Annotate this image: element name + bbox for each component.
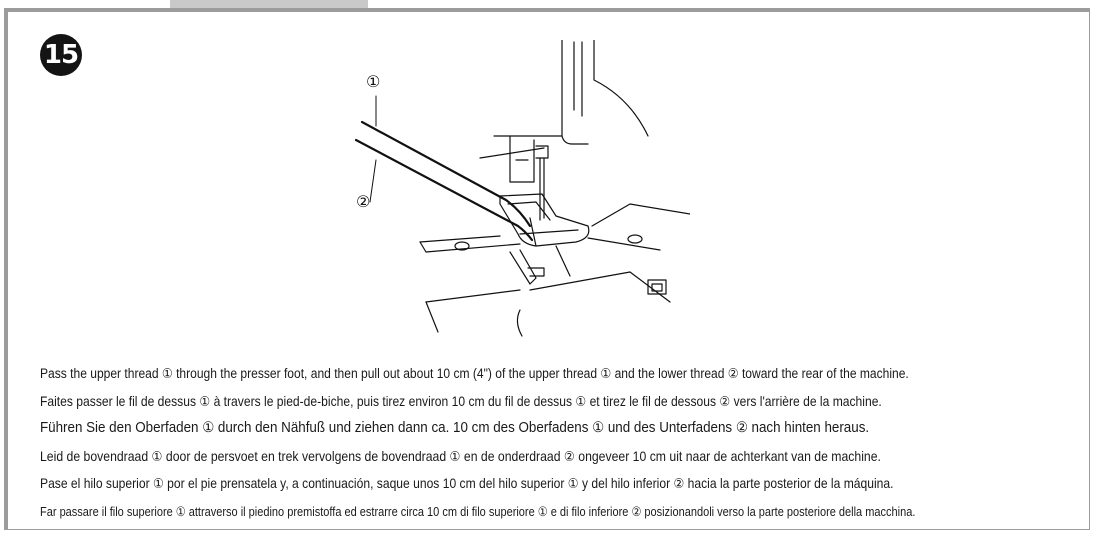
presser-foot <box>499 193 590 247</box>
upper-thread <box>360 120 532 228</box>
machine-bed <box>425 271 671 337</box>
instruction-spanish: Pase el hilo superior ① por el pie prens… <box>40 476 894 491</box>
callout-upper-thread: ① <box>366 72 381 91</box>
step-number-badge: 15 <box>40 34 82 76</box>
needle-plate <box>419 203 690 285</box>
instruction-english: Pass the upper thread ① through the pres… <box>40 366 909 381</box>
presser-foot-illustration <box>354 40 690 337</box>
lower-thread <box>354 138 534 242</box>
needle-clamp <box>509 135 549 221</box>
instruction-german: Führen Sie den Oberfaden ① durch den Näh… <box>40 420 870 436</box>
instruction-panel <box>4 8 1090 530</box>
instruction-italian: Far passare il filo superiore ① attraver… <box>40 503 916 519</box>
step-number: 15 <box>43 40 79 70</box>
instruction-text: Pass the upper thread ① through the pres… <box>40 360 1090 525</box>
callout-leaders <box>369 95 377 203</box>
instruction-dutch: Leid de bovendraad ① door de persvoet en… <box>40 448 881 464</box>
callout-lower-thread: ② <box>356 192 371 211</box>
instruction-french: Faites passer le fil de dessus ① à trave… <box>40 393 882 409</box>
machine-arm <box>479 40 649 159</box>
